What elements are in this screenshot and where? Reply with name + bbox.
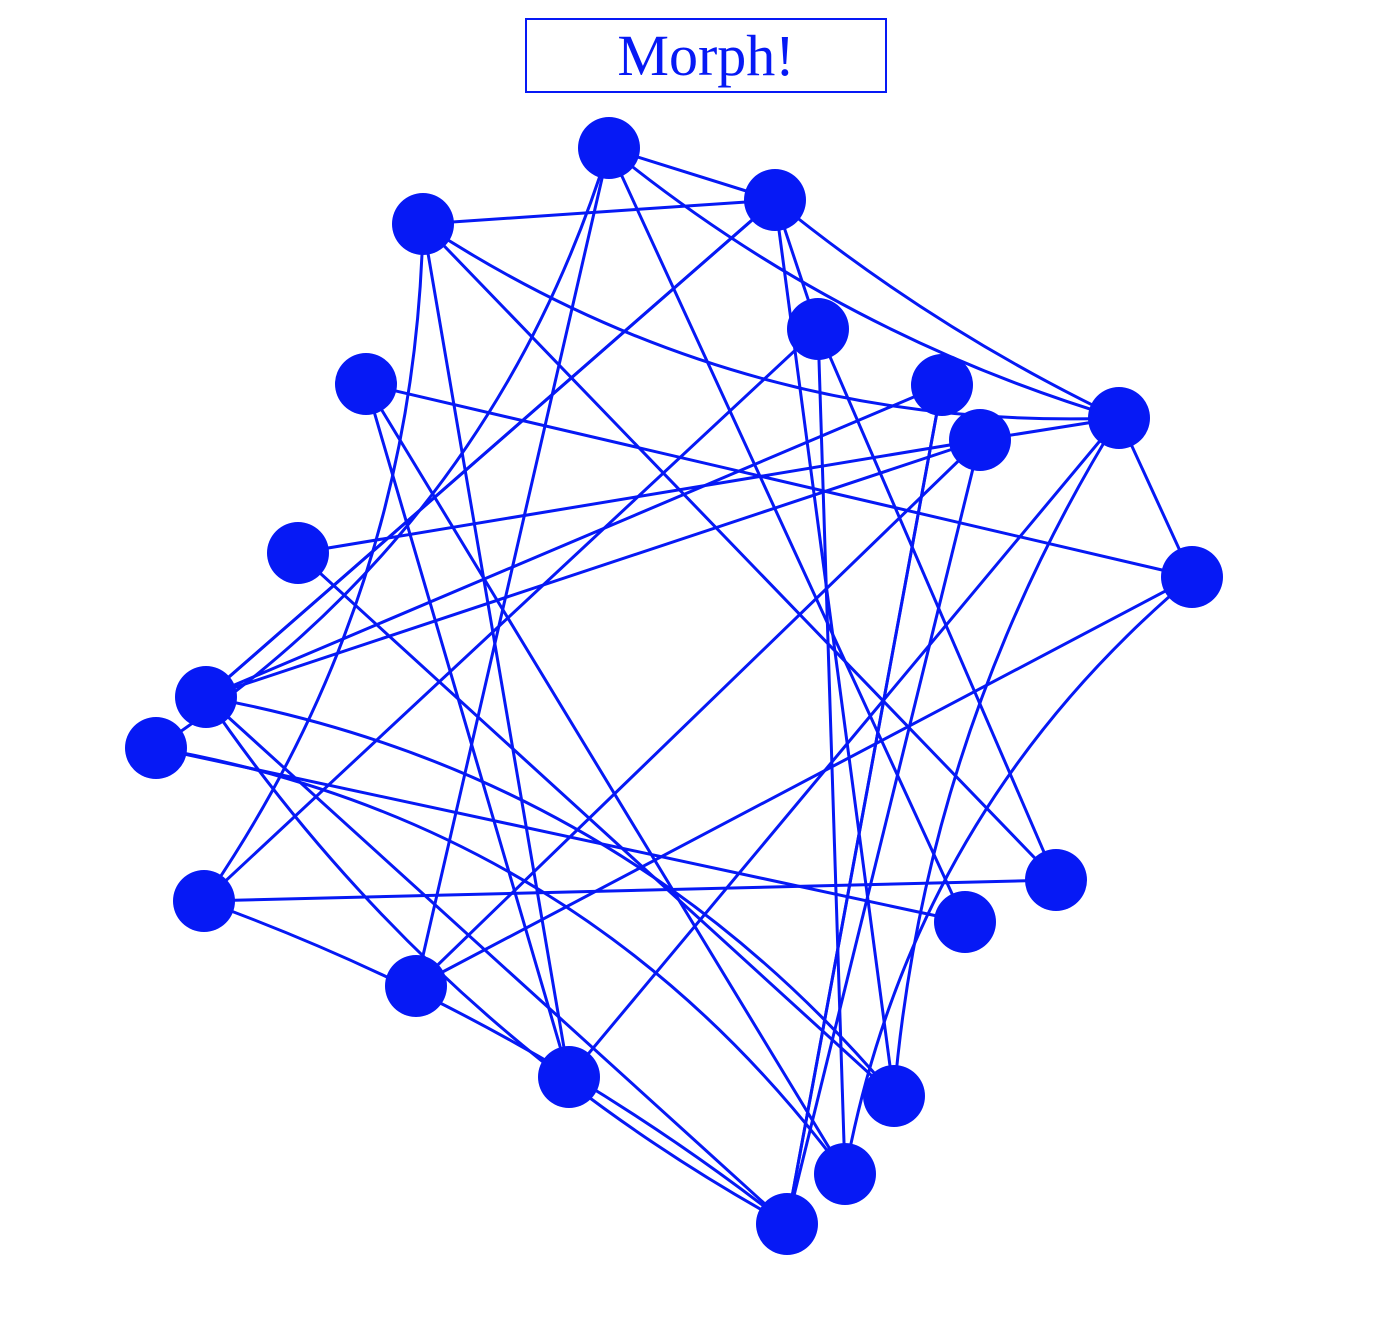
graph-node[interactable]: [863, 1065, 925, 1127]
graph-edge: [202, 327, 820, 903]
graph-node[interactable]: [385, 955, 447, 1017]
graph-nodes: [125, 117, 1223, 1255]
graph-node[interactable]: [335, 353, 397, 415]
graph-curved-edge: [205, 695, 896, 1097]
graph-curved-edge: [203, 899, 788, 1226]
graph-node[interactable]: [1161, 546, 1223, 608]
graph-curved-edge: [422, 222, 1120, 421]
graph-edge: [296, 551, 896, 1098]
graph-edge: [567, 417, 1121, 1078]
graph-edge: [205, 198, 776, 699]
graph-edge: [816, 328, 847, 1175]
graph-curved-edge: [204, 696, 788, 1226]
graph-node[interactable]: [538, 1046, 600, 1108]
graph-edge: [421, 222, 1058, 882]
graph-node[interactable]: [175, 666, 237, 728]
graph-curved-edge: [843, 575, 1193, 1175]
graph-node[interactable]: [578, 117, 640, 179]
graph-node[interactable]: [911, 354, 973, 416]
graph-edge: [415, 575, 1193, 988]
graph-node[interactable]: [125, 717, 187, 779]
graph-edge: [422, 198, 776, 226]
graph-edge: [816, 328, 1058, 881]
graph-curved-edge: [155, 746, 847, 1175]
graph-edge: [364, 383, 847, 1175]
graph-edge: [365, 382, 1193, 579]
graph-node[interactable]: [267, 522, 329, 584]
graph-node[interactable]: [934, 891, 996, 953]
graph-curved-edge: [202, 223, 425, 902]
graph-edge: [785, 384, 944, 1225]
graph-edge: [297, 438, 981, 555]
graph-node[interactable]: [173, 870, 235, 932]
graph-edge: [607, 147, 967, 923]
graph-curved-edge: [608, 146, 1120, 420]
graph-curved-edge: [774, 198, 1120, 420]
graph-curved-edge: [155, 147, 611, 750]
graph-node[interactable]: [949, 409, 1011, 471]
graph-node[interactable]: [1025, 849, 1087, 911]
graph-edge: [204, 695, 789, 1226]
graph-edge: [205, 383, 943, 699]
graph-node[interactable]: [814, 1143, 876, 1205]
graph-node[interactable]: [787, 298, 849, 360]
graph-edge: [205, 438, 981, 699]
graph-edge: [364, 383, 571, 1078]
graph-edge: [203, 878, 1057, 903]
graph-node[interactable]: [1088, 387, 1150, 449]
graph-node[interactable]: [756, 1193, 818, 1255]
graph-node[interactable]: [392, 193, 454, 255]
graph-edges: [155, 146, 1194, 1226]
graph-edge: [414, 438, 982, 988]
graph-edge: [155, 746, 966, 924]
graph-curved-edge: [892, 417, 1121, 1097]
graph-edge: [785, 439, 982, 1225]
graph-node[interactable]: [744, 169, 806, 231]
morph-button[interactable]: Morph!: [525, 18, 887, 93]
graph-edge: [421, 223, 571, 1078]
